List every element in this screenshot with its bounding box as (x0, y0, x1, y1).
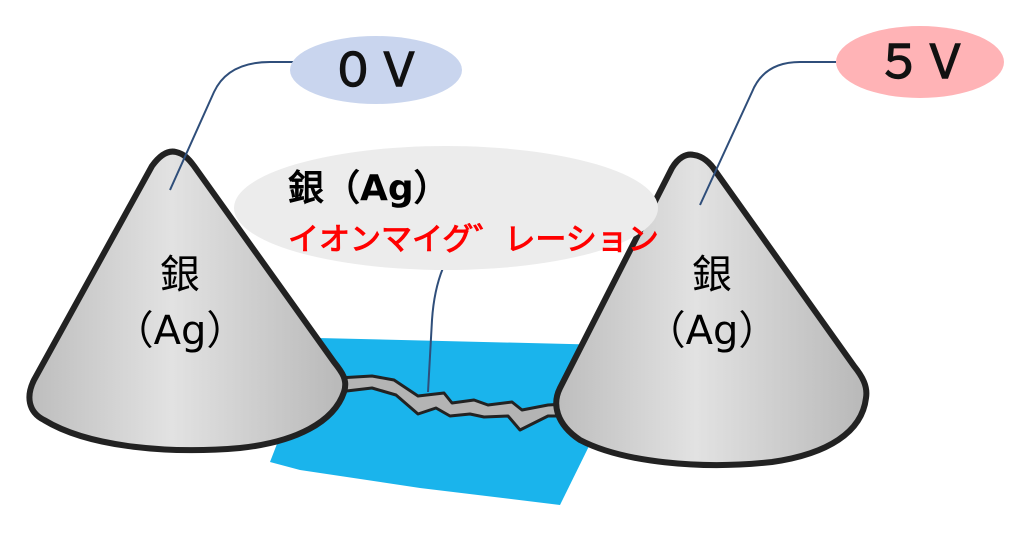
leader-line-left (169, 61, 298, 191)
callout-subtitle: イオンマイグ゛レーション (288, 222, 659, 258)
right-electrode-label-element: （Ag） (646, 308, 779, 354)
voltage-badge-left (290, 36, 462, 104)
voltage-badge-right (836, 26, 1004, 98)
right-electrode-label-kanji: 銀 (692, 252, 732, 298)
left-electrode-label-element: （Ag） (114, 308, 247, 354)
leader-line-right (699, 61, 836, 206)
callout-bubble (234, 146, 658, 270)
left-silver-electrode (26, 148, 349, 454)
voltage-label-right: ５Ｖ (876, 35, 968, 89)
callout-title: 銀（Ag） (288, 168, 450, 209)
voltage-label-left: ０Ｖ (330, 43, 422, 97)
leader-line-callout (427, 267, 444, 393)
right-silver-electrode (553, 151, 870, 469)
left-electrode-label-kanji: 銀 (160, 252, 200, 298)
